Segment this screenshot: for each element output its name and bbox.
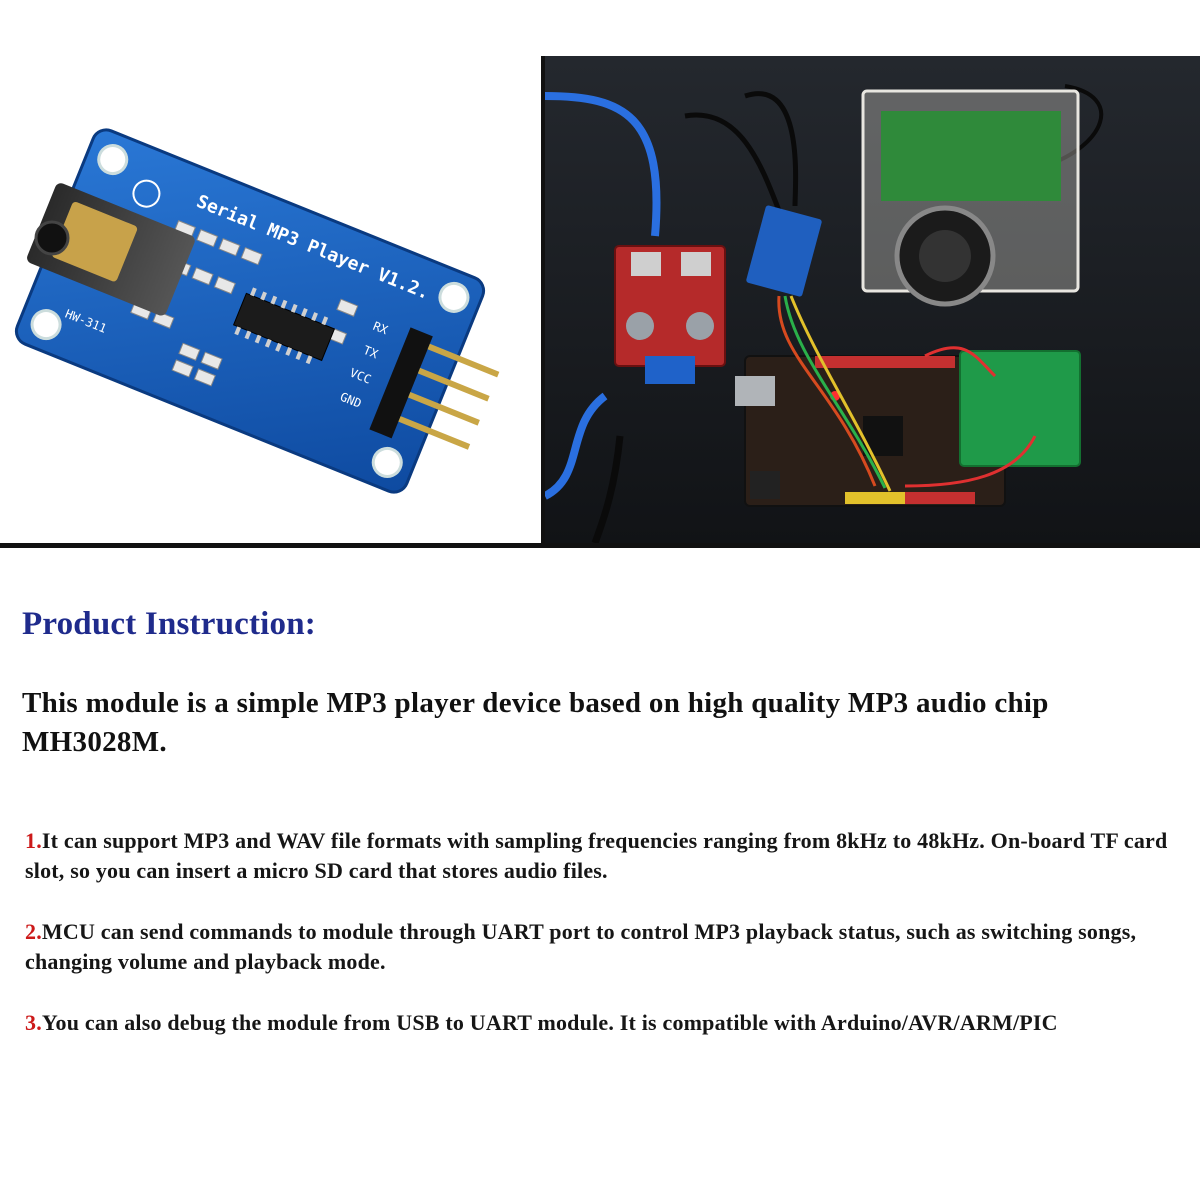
- item-text: MCU can send commands to module through …: [25, 919, 1137, 974]
- wiring-setup-illustration: [545, 56, 1200, 543]
- feature-item-1: 1.It can support MP3 and WAV file format…: [25, 826, 1175, 886]
- application-photo: [545, 56, 1200, 543]
- item-number: 1.: [25, 828, 42, 853]
- item-number: 3.: [25, 1010, 42, 1035]
- pin-label-tx: TX: [361, 343, 380, 362]
- product-image-band: Serial MP3 Player V1.2. HW-311: [0, 0, 1200, 548]
- feature-item-3: 3.You can also debug the module from USB…: [25, 1008, 1175, 1038]
- item-number: 2.: [25, 919, 42, 944]
- section-rule: [0, 543, 1200, 548]
- feature-item-2: 2.MCU can send commands to module throug…: [25, 917, 1175, 977]
- item-text: It can support MP3 and WAV file formats …: [25, 828, 1168, 883]
- section-heading: Product Instruction:: [22, 606, 316, 642]
- image-divider: [541, 56, 545, 548]
- module-photo: Serial MP3 Player V1.2. HW-311: [0, 56, 541, 543]
- intro-paragraph: This module is a simple MP3 player devic…: [22, 687, 1049, 758]
- pin-label-rx: RX: [371, 319, 390, 338]
- audio-jack: [27, 183, 195, 316]
- item-text: You can also debug the module from USB t…: [41, 1010, 1058, 1035]
- mp3-module-illustration: Serial MP3 Player V1.2. HW-311: [14, 128, 500, 494]
